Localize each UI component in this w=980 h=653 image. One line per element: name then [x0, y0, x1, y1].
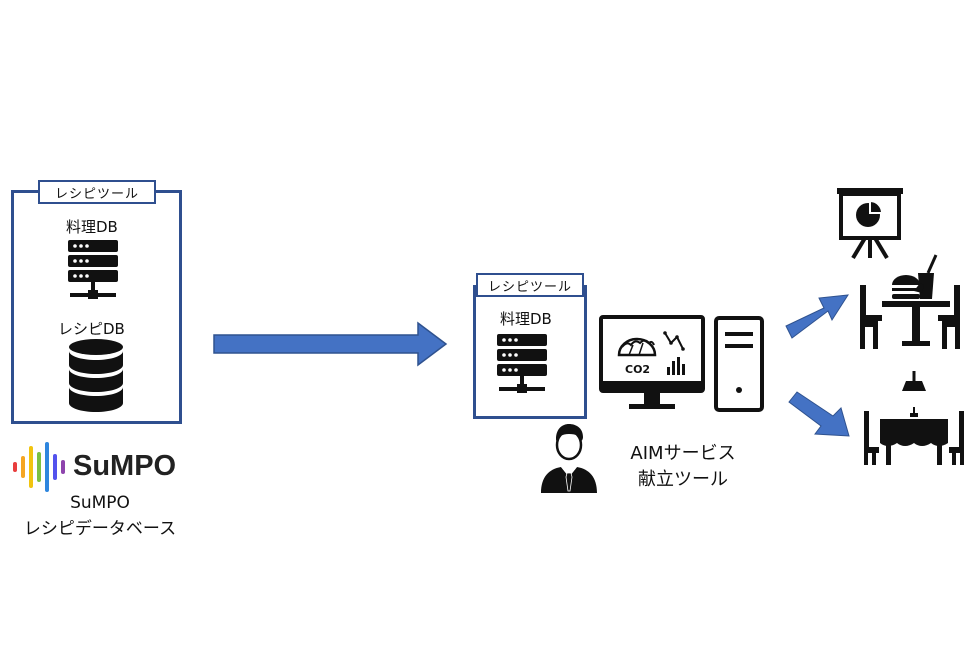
recipe-db-label: レシピDB [58, 320, 125, 338]
aim-service-line2: 献立ツール [638, 469, 728, 490]
fast-food-table-icon [860, 254, 960, 349]
database-icon [69, 339, 123, 412]
monitor-icon [599, 315, 705, 409]
flow-arrow-right [213, 321, 448, 367]
sumpo-logo-waves [13, 442, 65, 492]
arrow-down-right [788, 391, 850, 437]
recipe-tool-tab-left: レシピツール [38, 180, 156, 204]
cooking-db-label-middle: 料理DB [500, 310, 552, 328]
sumpo-caption-line1: SuMPO [70, 493, 130, 513]
aim-service-line1: AIMサービス [630, 443, 736, 464]
arrow-up-right [785, 294, 849, 339]
sumpo-caption-line2: レシピデータベース [23, 519, 177, 539]
pc-tower-icon [714, 316, 764, 412]
businessman-icon [541, 424, 597, 493]
aim-service-caption: AIMサービス 献立ツール [603, 441, 763, 493]
co2-screen-label: CO2 [625, 363, 651, 376]
sumpo-logo-text: SuMPO [73, 450, 177, 482]
presentation-board-icon [837, 188, 903, 260]
server-icon [68, 240, 118, 299]
dining-table-icon [864, 371, 964, 465]
server-icon [497, 334, 547, 393]
recipe-tool-tab-middle: レシピツール [476, 273, 584, 297]
cooking-db-label-left: 料理DB [66, 218, 118, 236]
sumpo-caption: SuMPO レシピデータベース [0, 490, 200, 542]
